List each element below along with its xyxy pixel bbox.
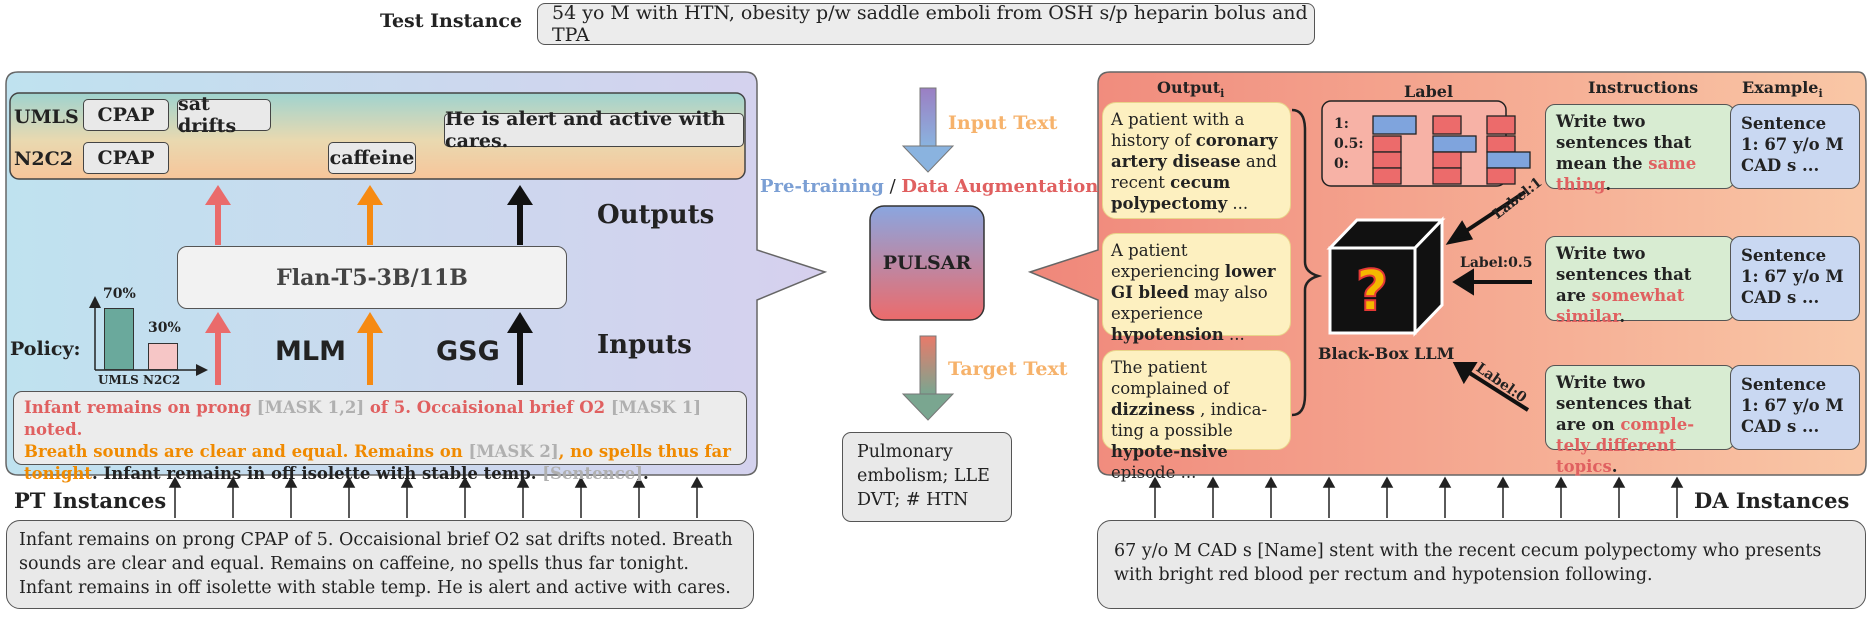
pt-instance-box: Infant remains on prong CPAP of 5. Occai… [6, 520, 754, 609]
input-text-arrow [901, 87, 955, 173]
pulsar-box [869, 205, 985, 321]
mask-1: [MASK 1] [610, 398, 702, 417]
masked-l1-b: of 5. Occaisional brief O2 [364, 398, 611, 417]
instruction-card-1: Write two sentences that mean the same t… [1545, 104, 1735, 194]
example-card-3: Sentence 1: 67 y/o M CAD s ... [1730, 365, 1860, 450]
target-text-arrow [901, 335, 955, 421]
da-instance-text: 67 y/o M CAD s [Name] stent with the rec… [1114, 541, 1822, 585]
model-label: Flan-T5-3B/11B [276, 264, 468, 291]
mlm-label: MLM [275, 336, 346, 367]
label-tick-1: 1: [1334, 116, 1349, 132]
outputs-label: Outputs [597, 200, 715, 230]
n2c2-chip-cpap: CPAP [83, 142, 169, 174]
caption-slash: / [883, 176, 902, 197]
test-instance-box: 54 yo M with HTN, obesity p/w saddle emb… [537, 2, 1315, 46]
black-box-llm-icon: ? [1326, 216, 1446, 337]
da-instance-arrows [1148, 476, 1684, 518]
policy-bar-umls-value: 70% [103, 286, 136, 302]
col-example-header: Examplei [1742, 78, 1823, 101]
policy-axis-caption: UMLS N2C2 [98, 373, 181, 387]
input-text-label: Input Text [948, 112, 1058, 134]
col-output-header: Outputi [1157, 78, 1225, 101]
masked-l3-c: . [642, 464, 649, 483]
da-instances-label: DA Instances [1694, 488, 1850, 513]
label-mini-chart [1372, 115, 1531, 185]
da-instance-box: 67 y/o M CAD s [Name] stent with the rec… [1097, 520, 1866, 609]
instruction-card-3: Write two sentences that are on comple-t… [1545, 365, 1735, 476]
output-card-2: A patient experiencing lower GI bleed ma… [1102, 233, 1291, 344]
n2c2-chip-caffeine: caffeine [328, 142, 416, 174]
policy-label: Policy: [10, 338, 81, 360]
masked-l3-b: . Infant remains in off isolette with st… [92, 464, 543, 483]
target-text-box: Pulmonary embolism; LLE DVT; # HTN [842, 432, 1012, 522]
label-tick-05: 0.5: [1334, 136, 1364, 152]
gsg-label: GSG [436, 336, 500, 367]
data-augmentation-label: Data Augmentation [901, 176, 1099, 197]
instruction-card-2: Write two sentences that are somewhat si… [1545, 236, 1735, 326]
mask-2: [MASK 2] [468, 442, 559, 461]
example-card-1: Sentence 1: 67 y/o M CAD s ... [1730, 104, 1860, 189]
masked-l1-a: Infant remains on prong [24, 398, 257, 417]
test-instance-text: 54 yo M with HTN, obesity p/w saddle emb… [552, 2, 1308, 46]
pt-instances-label: PT Instances [14, 488, 167, 513]
pulsar-label: PULSAR [882, 252, 972, 274]
label-arrow-05: Label:0.5 [1460, 255, 1533, 271]
sentence-chip: He is alert and active with cares. [444, 108, 744, 152]
label-tick-0: 0: [1334, 156, 1349, 172]
umls-chip-cpap: CPAP [83, 99, 169, 131]
policy-bar-umls [104, 308, 134, 370]
masked-l2-a: Breath sounds are clear and equal. Remai… [24, 442, 469, 461]
example-card-2: Sentence 1: 67 y/o M CAD s ... [1730, 236, 1860, 321]
umls-chip-sat-drifts: sat drifts [177, 93, 271, 137]
svg-text:?: ? [1356, 259, 1388, 324]
n2c2-label: N2C2 [14, 148, 73, 170]
flan-t5-model-box: Flan-T5-3B/11B [177, 246, 567, 309]
col-label-header: Label [1404, 82, 1454, 101]
mask-1-2: [MASK 1,2] [256, 398, 365, 417]
col-instructions-header: Instructions [1588, 78, 1699, 97]
pt-instance-arrows [168, 476, 704, 518]
mask-sentence: [Sentence] [542, 464, 643, 483]
output-card-1: A patient with a history of coronary art… [1102, 102, 1291, 219]
policy-bar-n2c2 [148, 343, 178, 370]
target-text: Pulmonary embolism; LLE DVT; # HTN [857, 442, 990, 510]
inputs-label: Inputs [597, 330, 692, 360]
masked-input-box: Infant remains on prong [MASK 1,2] of 5.… [13, 391, 747, 483]
pt-instance-text: Infant remains on prong CPAP of 5. Occai… [19, 530, 733, 598]
output-arrows [205, 185, 533, 245]
umls-label: UMLS [14, 106, 79, 128]
label-arrows [1445, 190, 1532, 412]
target-text-label: Target Text [948, 358, 1068, 380]
policy-bar-n2c2-value: 30% [148, 320, 181, 336]
masked-l1-c: noted. [24, 420, 83, 439]
black-box-llm-label: Black-Box LLM [1318, 344, 1455, 363]
test-instance-label: Test Instance [380, 10, 523, 32]
output-card-3: The patient complained of dizziness , in… [1102, 350, 1291, 482]
pretraining-label: Pre-training [760, 176, 884, 197]
input-arrows [205, 312, 533, 385]
masked-l2-b: , no spells thus far [558, 442, 731, 461]
pretrain-da-caption: Pre-training / Data Augmentation [760, 176, 1098, 197]
masked-l3-a: tonight [24, 464, 93, 483]
